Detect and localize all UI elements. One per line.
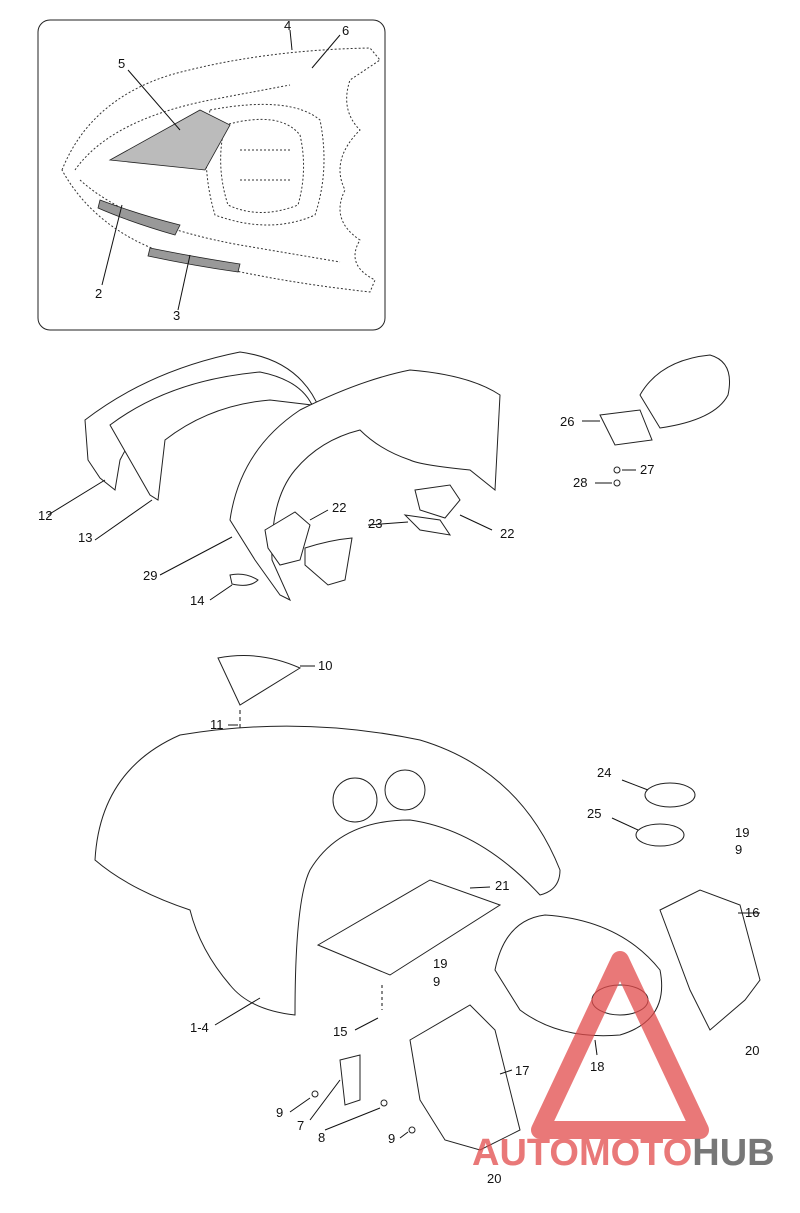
callout-19a: 19 [735, 825, 749, 840]
callout-6: 6 [342, 23, 349, 38]
callout-9d: 9 [388, 1131, 395, 1146]
panel-29 [159, 369, 501, 602]
callout-25: 25 [587, 806, 601, 821]
watermark-part1: AUTOMOTO [472, 1132, 692, 1174]
inset-top-view [37, 19, 386, 331]
callout-18: 18 [590, 1059, 604, 1074]
callout-24: 24 [597, 765, 611, 780]
callout-26: 26 [560, 414, 574, 429]
main-hood-1-4 [94, 725, 561, 1026]
callout-1-4: 1-4 [190, 1020, 209, 1035]
svg-text:AUTOMOTOHUB: AUTOMOTOHUB [472, 1132, 775, 1174]
callout-23: 23 [368, 516, 382, 531]
callout-9c: 9 [276, 1105, 283, 1120]
callout-11: 11 [210, 717, 224, 732]
callout-14: 14 [190, 593, 204, 608]
callout-27: 27 [640, 462, 654, 477]
callout-19b: 19 [433, 956, 447, 971]
callout-15: 15 [333, 1024, 347, 1039]
small-parts-22-23-14 [209, 484, 493, 601]
callout-12: 12 [38, 508, 52, 523]
tray-21-15 [316, 879, 502, 1031]
callout-29: 29 [143, 568, 157, 583]
callout-2: 2 [95, 286, 102, 301]
callout-20b: 20 [487, 1171, 501, 1186]
brackets-7-8-9 [289, 1054, 416, 1139]
callout-labels: 4 6 5 2 3 12 13 22 23 22 29 14 26 27 28 … [38, 18, 759, 1186]
mirror-26-27-28 [582, 354, 730, 487]
callout-4: 4 [284, 18, 291, 33]
callout-13: 13 [78, 530, 92, 545]
callout-9b: 9 [433, 974, 440, 989]
callout-7: 7 [297, 1118, 304, 1133]
automotohub-watermark: AUTOMOTOHUB [472, 951, 775, 1174]
callout-8: 8 [318, 1130, 325, 1145]
watermark-part2: HUB [692, 1132, 774, 1174]
callout-21: 21 [495, 878, 509, 893]
callout-16: 16 [745, 905, 759, 920]
callout-3: 3 [173, 308, 180, 323]
callout-17: 17 [515, 1063, 529, 1078]
panel-12-13 [47, 351, 322, 541]
callout-22b: 22 [500, 526, 514, 541]
callout-10: 10 [318, 658, 332, 673]
callout-9a: 9 [735, 842, 742, 857]
callout-5: 5 [118, 56, 125, 71]
callout-28: 28 [573, 475, 587, 490]
side-panels-16-17 [409, 889, 761, 1151]
callout-22a: 22 [332, 500, 346, 515]
callout-20a: 20 [745, 1043, 759, 1058]
